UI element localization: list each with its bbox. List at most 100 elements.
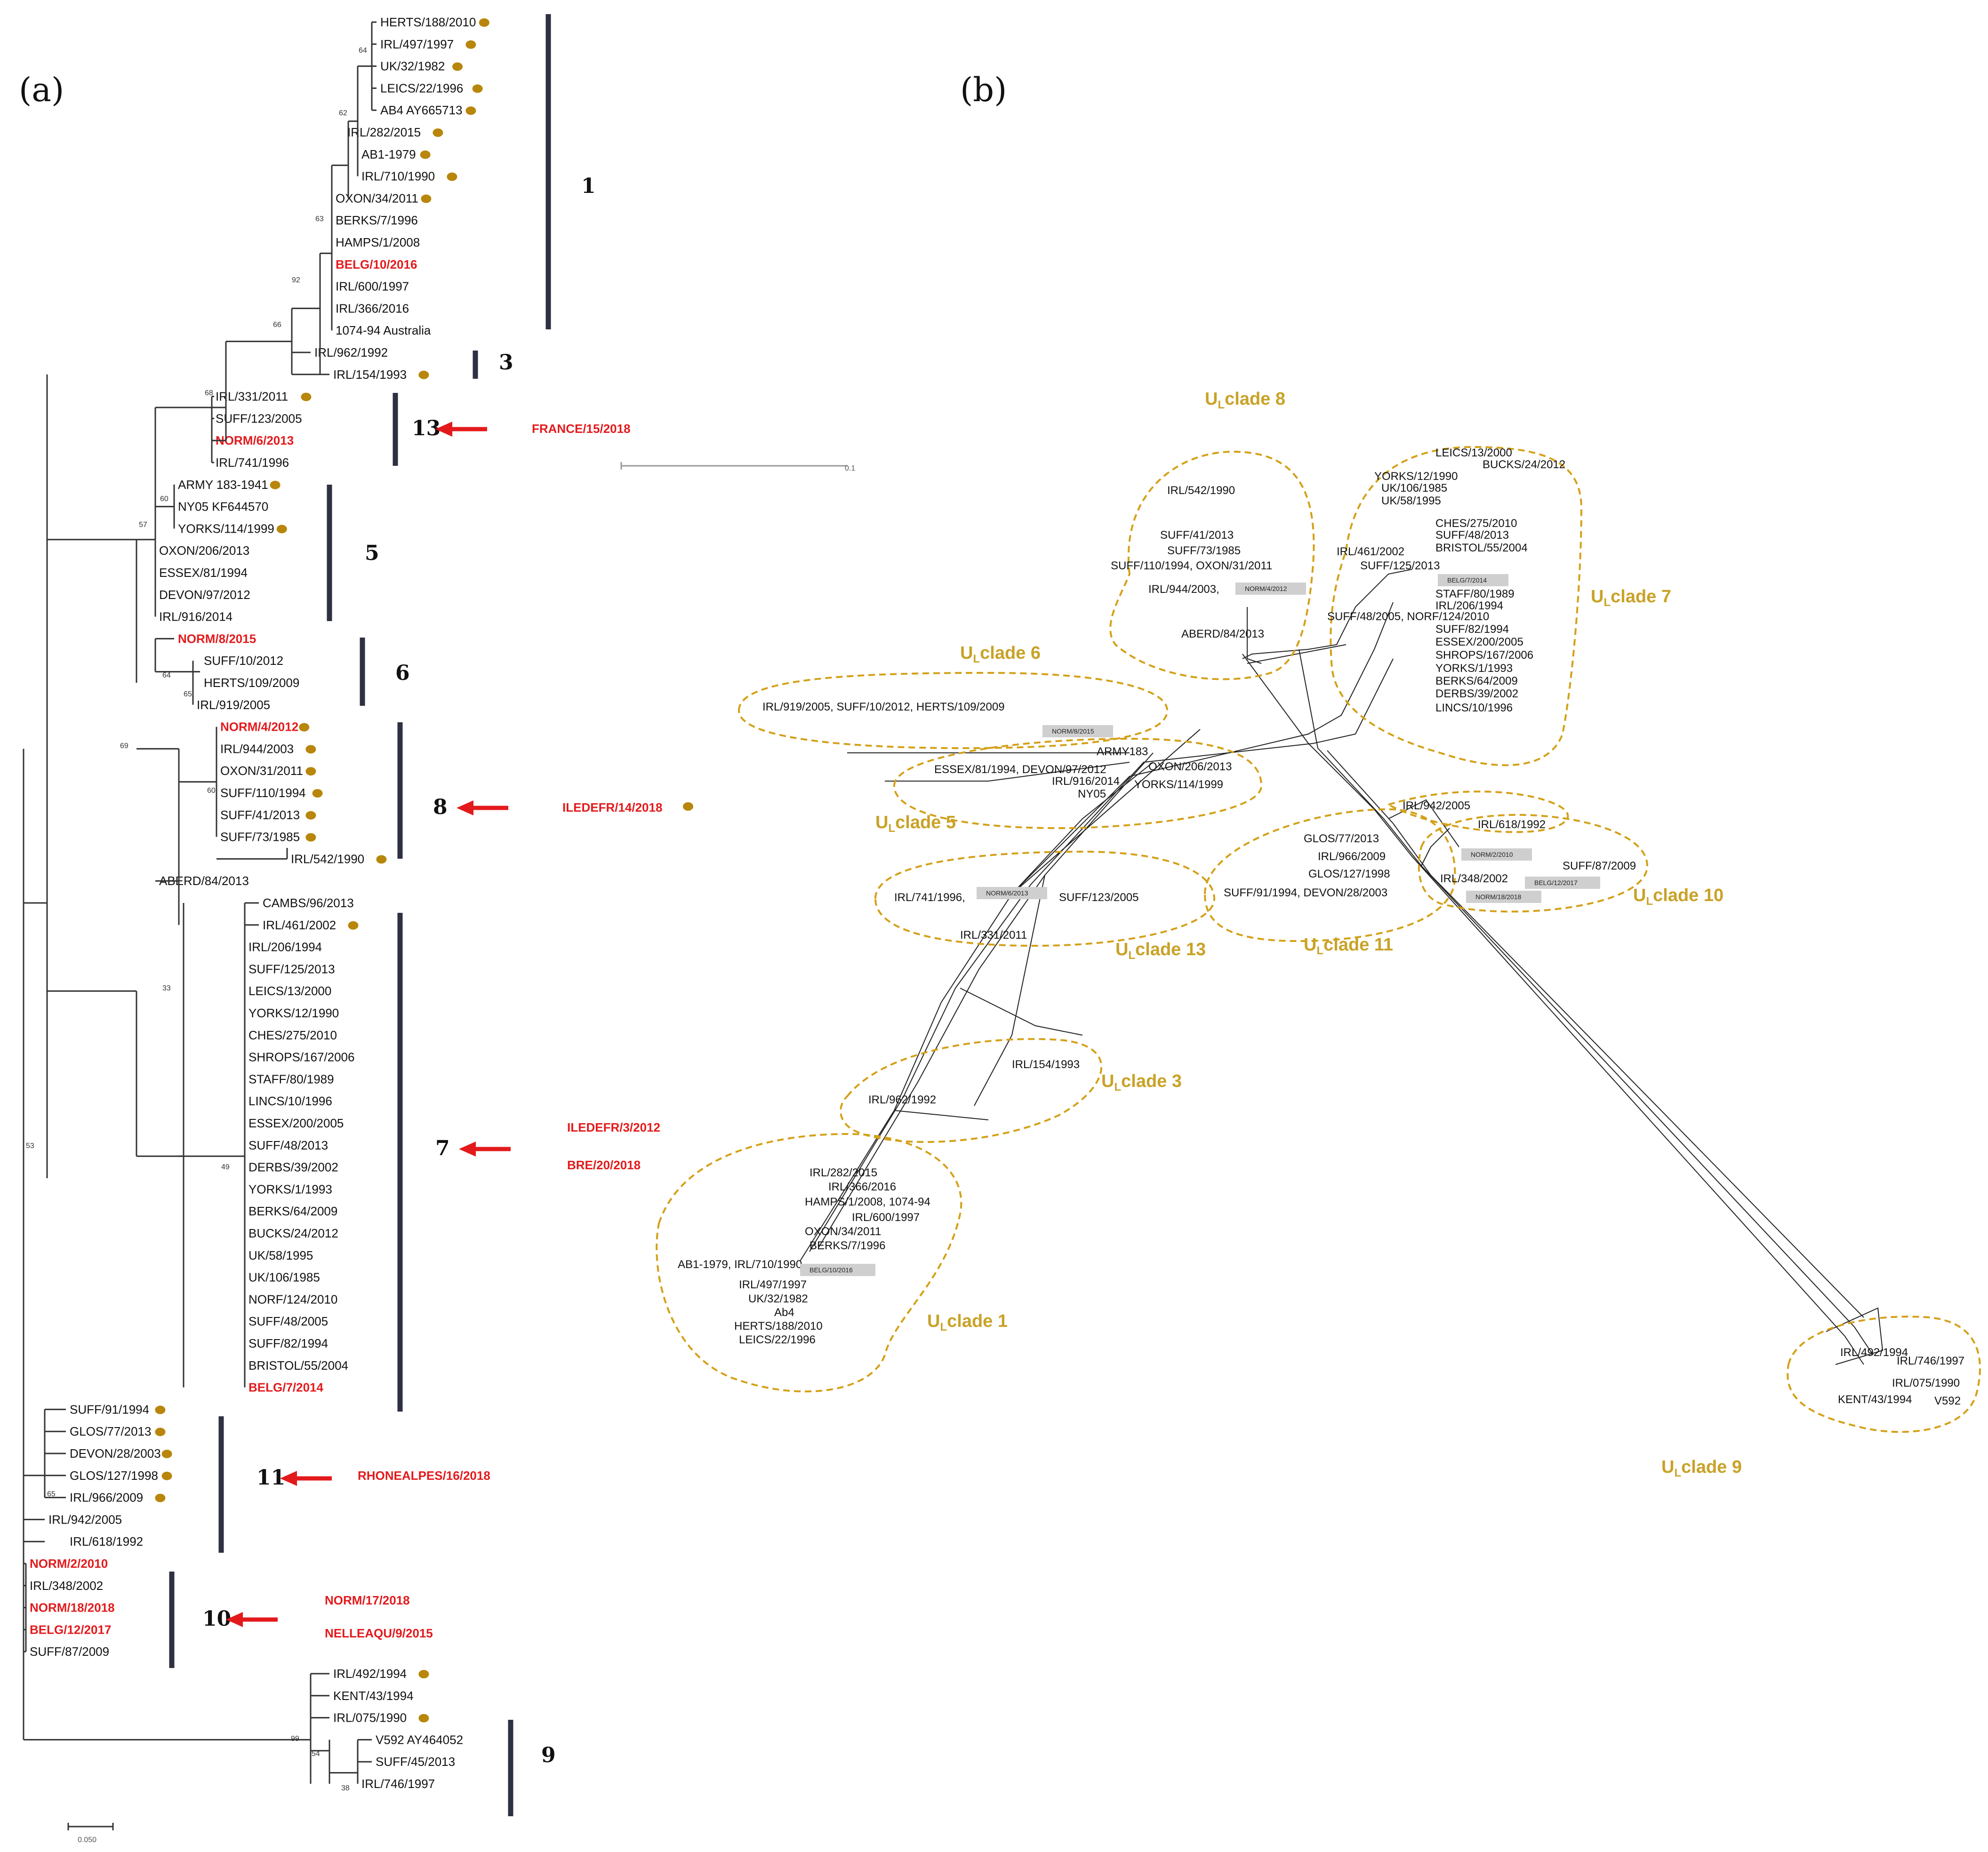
leaf-label: KENT/43/1994 xyxy=(333,1689,414,1703)
tip-marker-dot xyxy=(420,150,431,159)
arrow-head xyxy=(226,1612,243,1627)
clade-number: 8 xyxy=(433,795,448,819)
clade-name: ULclade 13 xyxy=(1115,940,1206,962)
leaf-label: CHES/275/2010 xyxy=(248,1028,337,1042)
leaf-label: NORM/4/2012 xyxy=(220,720,298,734)
leaf-label: IRL/966/2009 xyxy=(70,1491,143,1505)
bootstrap-label: 54 xyxy=(312,1750,320,1758)
new-isolate-label: RHONEALPES/16/2018 xyxy=(358,1469,490,1483)
network-node-label: UK/58/1995 xyxy=(1381,495,1441,507)
network-node-label: STAFF/80/1989 xyxy=(1435,588,1515,600)
clade-name: ULclade 11 xyxy=(1304,935,1393,957)
red-arrow-icon xyxy=(280,1471,332,1486)
leaf-label: SUFF/91/1994 xyxy=(70,1402,149,1416)
clade-outline xyxy=(656,1133,962,1393)
network-node-label: ESSEX/81/1994, DEVON/97/2012 xyxy=(934,763,1106,776)
leaf-label: BERKS/64/2009 xyxy=(248,1204,337,1218)
scale-label: 0.050 xyxy=(78,1836,96,1844)
tip-marker-dot xyxy=(348,921,359,930)
network-node-label: ABERD/84/2013 xyxy=(1181,628,1264,640)
clade-number: 6 xyxy=(395,661,410,685)
leaf-label: BELG/12/2017 xyxy=(30,1622,111,1636)
network-node-label: HAMPS/1/2008, 1074-94 xyxy=(805,1196,930,1208)
bootstrap-label: 53 xyxy=(26,1142,34,1150)
tip-marker-dot xyxy=(155,1493,166,1502)
network-node-label: IRL/942/2005 xyxy=(1403,799,1470,812)
network-node-label: OXON/34/2011 xyxy=(805,1225,881,1238)
tip-marker-dot xyxy=(305,833,316,842)
clade-outline xyxy=(1109,450,1315,680)
network-node-label: GLOS/77/2013 xyxy=(1304,832,1379,845)
leaf-labels: HERTS/188/2010IRL/497/1997UK/32/1982LEIC… xyxy=(30,15,489,1791)
clade-name: ULclade 1 xyxy=(927,1311,1008,1333)
bootstrap-label: 69 xyxy=(120,742,128,750)
clade-number: 9 xyxy=(541,1743,556,1767)
network-edge xyxy=(1308,743,1864,1365)
network-node-label: IRL/919/2005, SUFF/10/2012, HERTS/109/20… xyxy=(762,701,1005,713)
tree-branches xyxy=(23,21,377,1784)
network-node-label: IRL/944/2003, xyxy=(1148,583,1219,596)
leaf-label: SUFF/125/2013 xyxy=(248,962,335,976)
leaf-label: SUFF/48/2013 xyxy=(248,1138,328,1152)
tip-marker-dot xyxy=(312,789,323,798)
network-node-label: IRL/497/1997 xyxy=(739,1278,807,1291)
network-edge xyxy=(1247,644,1347,664)
red-arrow-icon xyxy=(457,800,508,815)
network-edge xyxy=(1242,654,1309,744)
network-node-label: IRL/962/1992 xyxy=(868,1094,936,1106)
leaf-label: YORKS/12/1990 xyxy=(248,1006,339,1020)
clade-name: ULclade 7 xyxy=(1591,587,1671,609)
bootstrap-label: 60 xyxy=(207,787,216,795)
network-edge xyxy=(1247,607,1262,664)
leaf-label: NORM/8/2015 xyxy=(178,631,256,646)
highlighted-isolate-label: NORM/6/2013 xyxy=(986,889,1028,897)
leaf-label: NORF/124/2010 xyxy=(248,1292,337,1306)
tip-marker-dot xyxy=(301,392,312,401)
leaf-label: SUFF/41/2013 xyxy=(220,808,300,822)
leaf-label: SUFF/73/1985 xyxy=(220,830,300,844)
network-node-label: SUFF/123/2005 xyxy=(1059,891,1138,904)
leaf-label: STAFF/80/1989 xyxy=(248,1072,334,1086)
leaf-label: IRL/154/1993 xyxy=(333,367,407,382)
highlighted-isolate-label: BELG/12/2017 xyxy=(1534,879,1578,886)
leaf-label: GLOS/77/2013 xyxy=(70,1424,151,1438)
leaf-label: SUFF/87/2009 xyxy=(30,1644,109,1659)
network-node-label: AB1-1979, IRL/710/1990 xyxy=(678,1258,802,1271)
highlighted-isolate-label: NORM/2/2010 xyxy=(1471,851,1513,858)
new-isolate-label: NORM/17/2018 xyxy=(325,1593,410,1607)
clade-name: ULclade 6 xyxy=(960,643,1041,665)
bootstrap-label: 49 xyxy=(221,1163,230,1171)
clade-outline xyxy=(874,850,1216,947)
network-node-label: IRL/075/1990 xyxy=(1892,1377,1960,1389)
leaf-label: UK/58/1995 xyxy=(248,1248,313,1262)
tip-marker-dot xyxy=(161,1471,172,1480)
leaf-label: LINCS/10/1996 xyxy=(248,1094,332,1108)
network-edge xyxy=(894,1110,989,1120)
bootstrap-label: 65 xyxy=(47,1490,56,1498)
panel-a-phylogenetic-tree: (a)HERTS/188/2010IRL/497/1997UK/32/1982L… xyxy=(19,14,693,1844)
network-node-label: SHROPS/167/2006 xyxy=(1435,649,1533,662)
clade-number: 1 xyxy=(581,174,596,198)
network-node-label: IRL/331/2011 xyxy=(960,929,1027,942)
bootstrap-label: 64 xyxy=(359,47,367,55)
leaf-label: UK/106/1985 xyxy=(248,1270,320,1285)
network-edge xyxy=(1299,649,1318,749)
grey-highlight-box xyxy=(1525,877,1600,889)
leaf-label: DERBS/39/2002 xyxy=(248,1160,338,1174)
tip-marker-dot xyxy=(479,18,489,27)
tip-marker-dot xyxy=(305,745,316,754)
new-isolate-label: ILEDEFR/3/2012 xyxy=(567,1120,660,1134)
new-isolate-label: NELLEAQU/9/2015 xyxy=(325,1626,433,1640)
network-node-label: UK/32/1982 xyxy=(748,1293,808,1305)
clade-outline xyxy=(1203,808,1456,942)
bootstrap-label: 33 xyxy=(162,984,171,992)
network-edge xyxy=(885,762,1130,782)
network-labels: ULclade 8IRL/542/1990SUFF/41/2013SUFF/73… xyxy=(678,389,1964,1479)
leaf-label: IRL/492/1994 xyxy=(333,1667,407,1681)
leaf-label: UK/32/1982 xyxy=(380,59,445,73)
new-isolate-label: ILEDEFR/14/2018 xyxy=(562,800,662,814)
clade-number: 11 xyxy=(257,1466,285,1490)
network-node-label: IRL/741/1996, xyxy=(894,891,965,904)
leaf-label: IRL/710/1990 xyxy=(361,169,435,184)
